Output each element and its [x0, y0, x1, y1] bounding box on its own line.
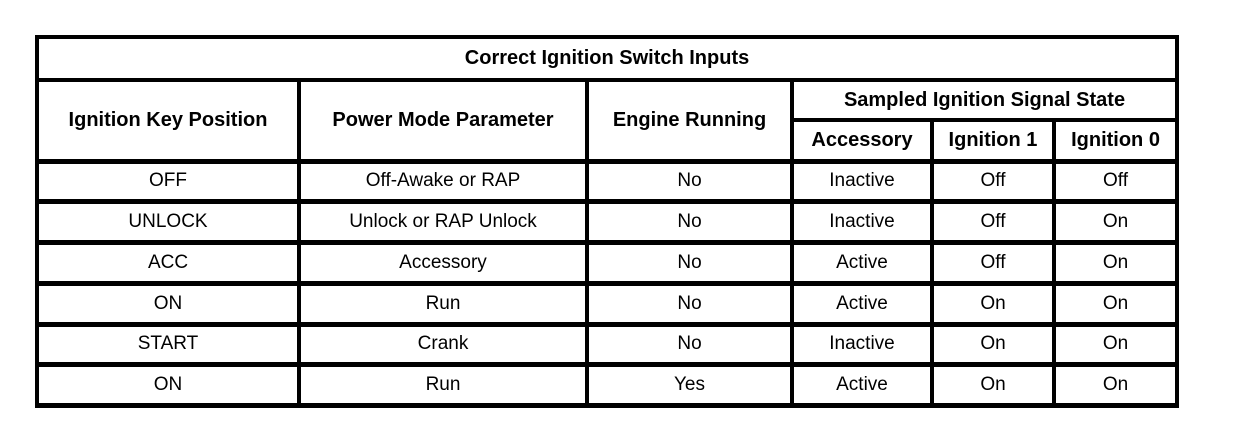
title-row: Correct Ignition Switch Inputs — [34, 35, 1180, 82]
cell-accessory: Inactive — [790, 321, 934, 368]
cell-accessory: Inactive — [790, 199, 934, 245]
cell-ignition-1: On — [930, 362, 1056, 408]
cell-ignition-0: Off — [1051, 158, 1180, 205]
cell-accessory: Active — [790, 240, 934, 286]
col-header-engine-running: Engine Running — [585, 78, 794, 163]
cell-accessory: Inactive — [790, 158, 934, 205]
cell-ignition-key-position: UNLOCK — [35, 199, 301, 245]
cell-ignition-0: On — [1051, 321, 1180, 368]
cell-engine-running: No — [585, 158, 794, 205]
cell-accessory: Active — [790, 362, 934, 408]
cell-ignition-0: On — [1051, 240, 1180, 286]
cell-power-mode-parameter: Run — [297, 362, 589, 408]
cell-power-mode-parameter: Off-Awake or RAP — [297, 158, 589, 205]
header-row-sub: Accessory Ignition 1 Ignition 0 — [37, 118, 1180, 163]
col-header-ignition-0: Ignition 0 — [1051, 118, 1180, 163]
cell-ignition-key-position: ON — [35, 280, 301, 327]
cell-ignition-0: On — [1051, 199, 1180, 245]
cell-engine-running: No — [585, 280, 794, 327]
header-row-main: Ignition Key Position Power Mode Paramet… — [35, 78, 1180, 163]
cell-ignition-1: On — [930, 280, 1056, 327]
col-header-power-mode-parameter: Power Mode Parameter — [297, 78, 589, 163]
cell-ignition-1: Off — [930, 240, 1056, 286]
table-title: Correct Ignition Switch Inputs — [34, 35, 1180, 82]
col-header-accessory: Accessory — [790, 118, 934, 163]
cell-ignition-1: Off — [930, 158, 1056, 205]
cell-power-mode-parameter: Unlock or RAP Unlock — [297, 199, 589, 245]
cell-ignition-0: On — [1051, 280, 1180, 327]
cell-power-mode-parameter: Crank — [297, 321, 589, 368]
cell-ignition-1: Off — [930, 199, 1056, 245]
cell-accessory: Active — [790, 280, 934, 327]
col-group-header-sampled-ignition-signal-state: Sampled Ignition Signal State — [789, 78, 1180, 122]
cell-ignition-key-position: START — [35, 321, 301, 368]
col-header-ignition-1: Ignition 1 — [930, 118, 1056, 163]
cell-engine-running: No — [585, 240, 794, 286]
cell-ignition-key-position: ON — [35, 362, 301, 408]
cell-power-mode-parameter: Accessory — [297, 240, 589, 286]
ignition-switch-table: Correct Ignition Switch Inputs Ignition … — [34, 35, 1180, 408]
cell-engine-running: Yes — [585, 362, 794, 408]
cell-ignition-key-position: OFF — [35, 158, 301, 205]
cell-ignition-0: On — [1051, 362, 1180, 408]
cell-engine-running: No — [585, 199, 794, 245]
col-header-ignition-key-position: Ignition Key Position — [35, 78, 301, 163]
cell-ignition-key-position: ACC — [35, 240, 301, 286]
cell-power-mode-parameter: Run — [297, 280, 589, 327]
cell-ignition-1: On — [930, 321, 1056, 368]
cell-engine-running: No — [585, 321, 794, 368]
